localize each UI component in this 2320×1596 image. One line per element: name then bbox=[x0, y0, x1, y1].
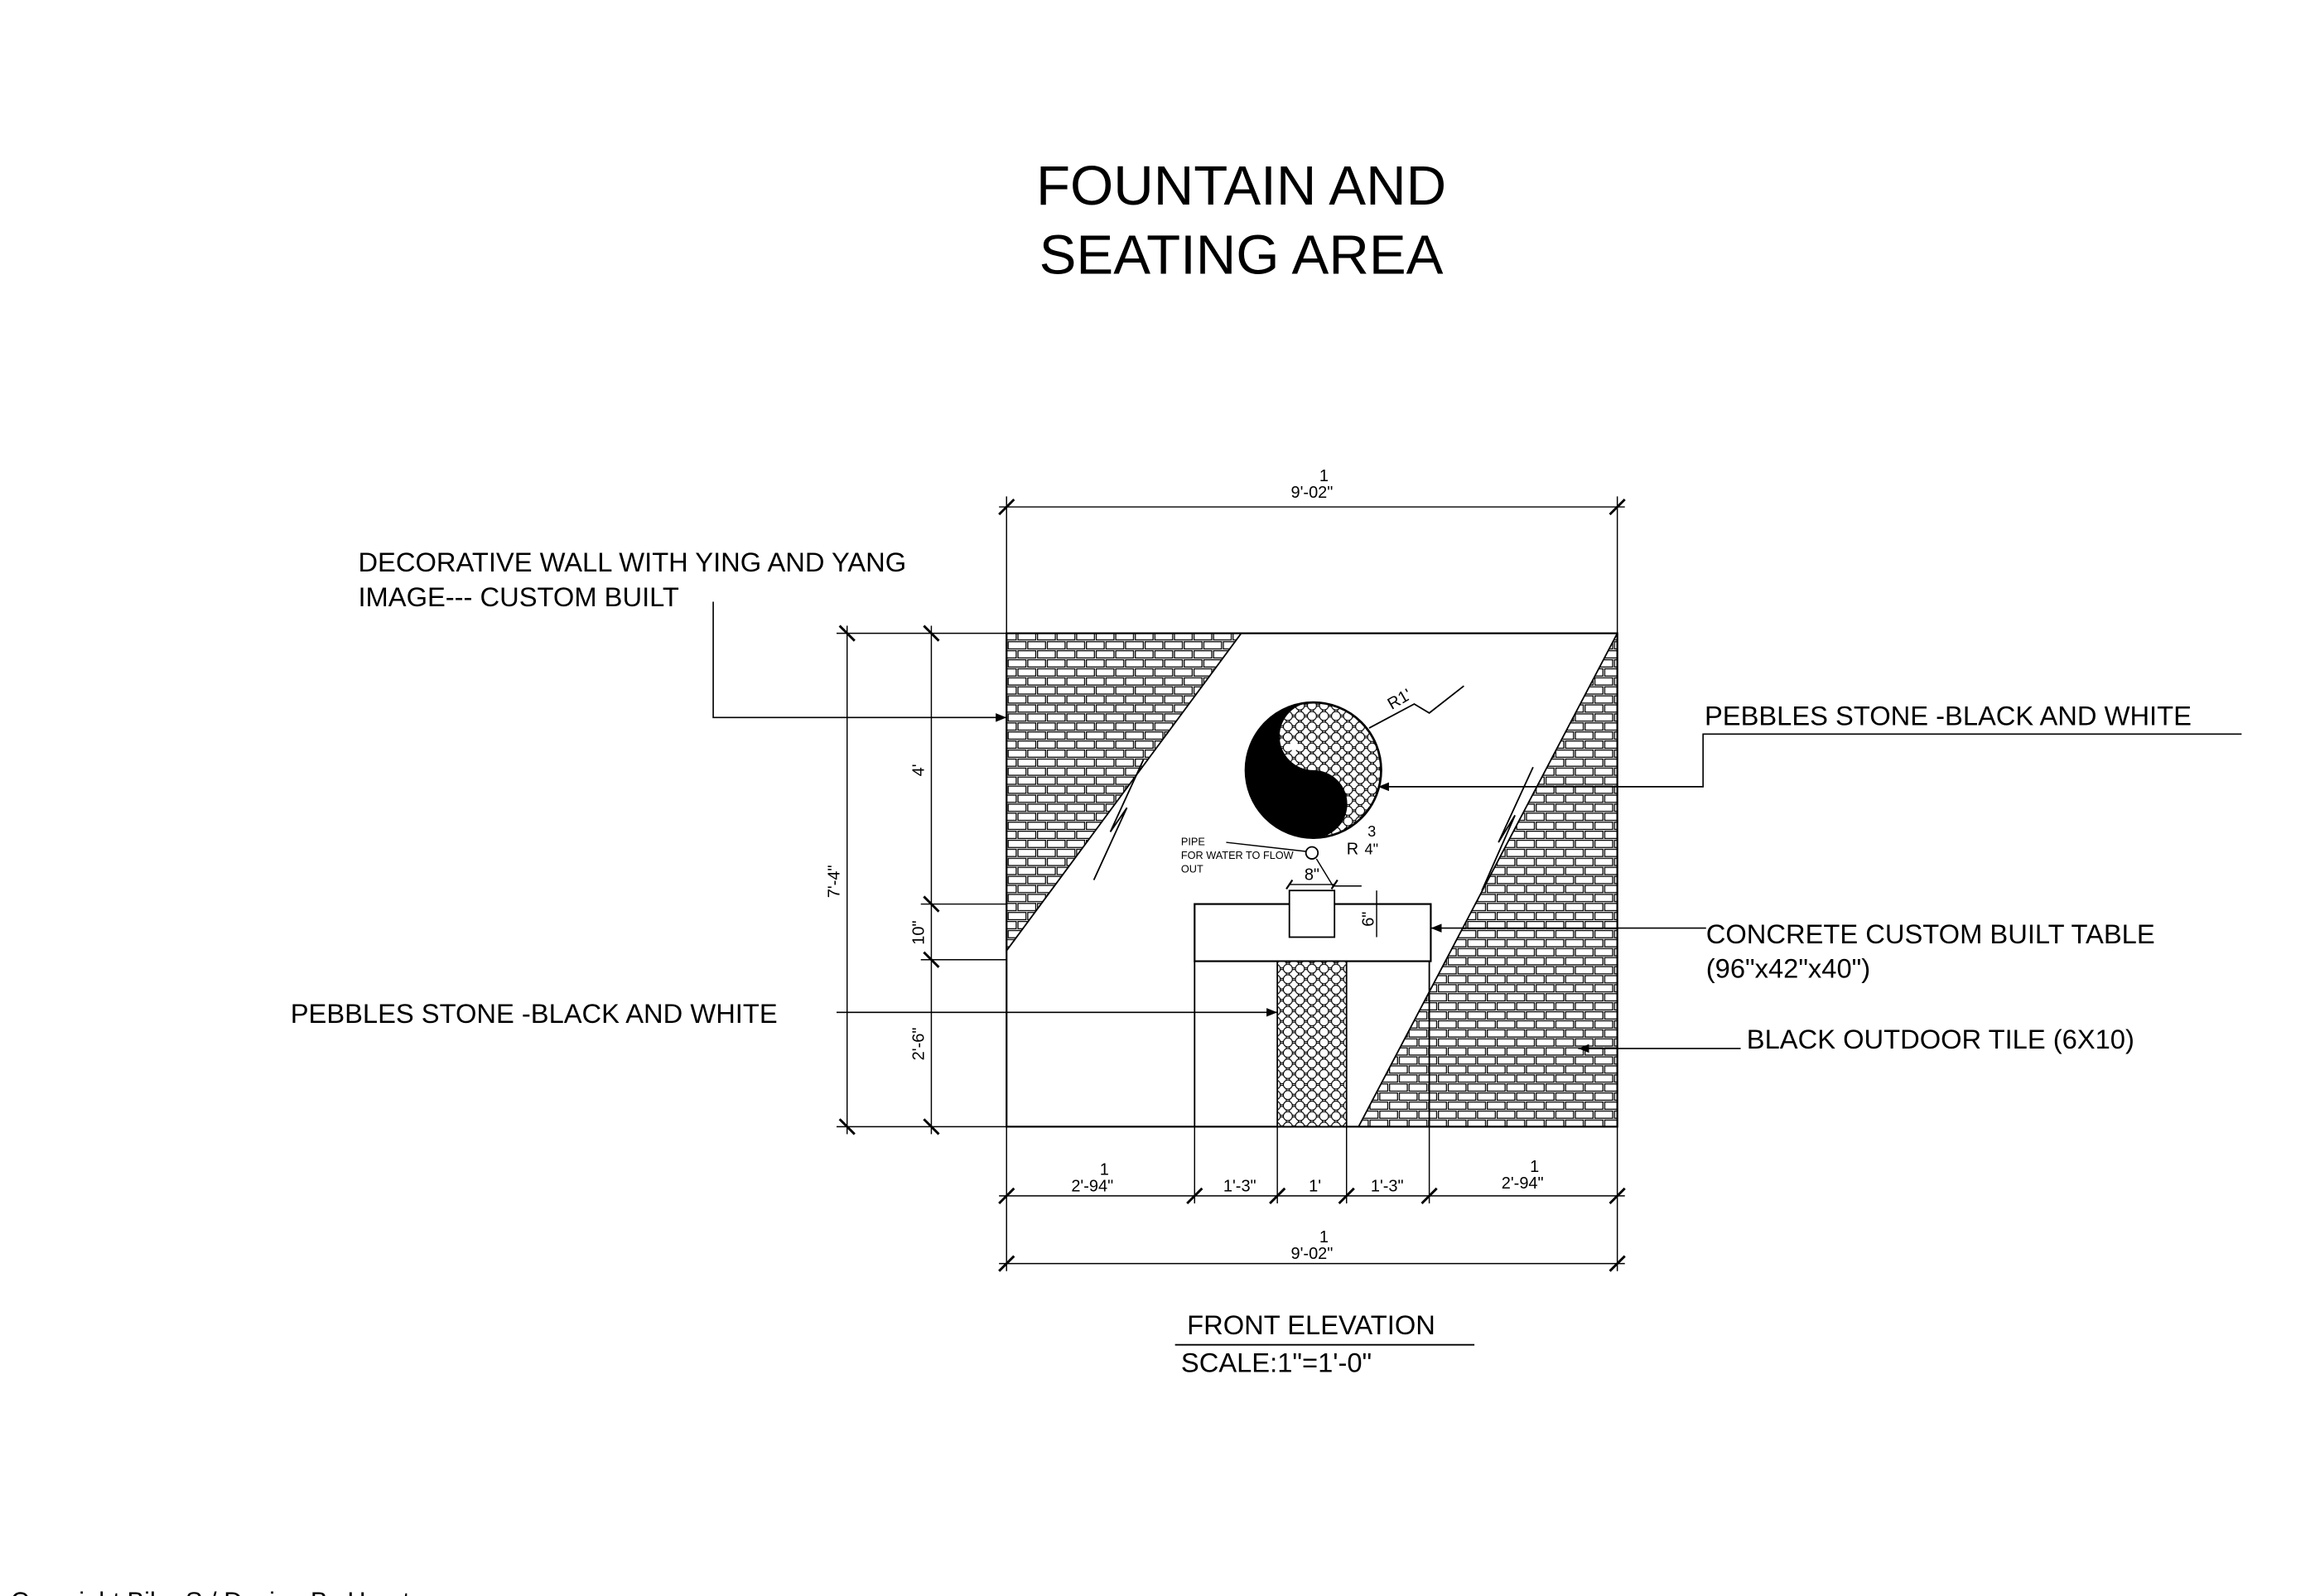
pipe-radius-r: R bbox=[1347, 841, 1358, 859]
bottom-width-label: 9'-02" bbox=[1290, 1245, 1333, 1263]
tick bbox=[1285, 879, 1294, 890]
concrete-table-label-2: (96"x42"x40") bbox=[1706, 953, 1870, 984]
tick bbox=[1420, 1187, 1438, 1204]
view-title: FRONT ELEVATION bbox=[1187, 1309, 1435, 1340]
pipe-leader bbox=[1226, 841, 1306, 852]
pebbles-left-label: PEBBLES STONE -BLACK AND WHITE bbox=[291, 998, 778, 1029]
pipe-radius-den: 4" bbox=[1365, 841, 1379, 858]
overall-height-label: 7'-4" bbox=[826, 865, 844, 898]
left-tile-panel bbox=[1006, 632, 1243, 953]
pipe-radius-num: 3 bbox=[1367, 823, 1376, 840]
pipe-label-3: OUT bbox=[1181, 862, 1203, 875]
title-line-2: SEATING AREA bbox=[1039, 224, 1444, 287]
fountain-basin bbox=[1288, 890, 1336, 938]
copyright: Copyright Biba S / Design By Heart bbox=[11, 1586, 410, 1596]
callout-pebbles-right: PEBBLES STONE -BLACK AND WHITE bbox=[1377, 700, 2242, 792]
pipe-label-2: FOR WATER TO FLOW bbox=[1181, 849, 1294, 861]
tick bbox=[923, 624, 940, 642]
pipe-label-1: PIPE bbox=[1181, 836, 1205, 848]
seg1-fraction: 1 bbox=[1100, 1160, 1109, 1179]
right-break-line bbox=[1481, 766, 1534, 891]
seg3-label: 1' bbox=[1309, 1177, 1321, 1195]
radius-leader bbox=[1368, 685, 1464, 729]
tick bbox=[923, 951, 940, 968]
concrete-table bbox=[1194, 890, 1432, 1128]
concrete-table-label-1: CONCRETE CUSTOM BUILT TABLE bbox=[1706, 919, 2155, 949]
title-line-1: FOUNTAIN AND bbox=[1036, 155, 1446, 217]
black-tile-label: BLACK OUTDOOR TILE (6X10) bbox=[1747, 1024, 2134, 1054]
decorative-wall-label-1: DECORATIVE WALL WITH YING AND YANG bbox=[358, 547, 906, 577]
seg1-label: 2'-94" bbox=[1071, 1177, 1113, 1195]
height-lower-label: 2'-6" bbox=[909, 1028, 928, 1061]
bottom-width-fraction: 1 bbox=[1319, 1228, 1329, 1246]
top-width-label: 9'-02" bbox=[1290, 484, 1333, 502]
tick bbox=[1609, 1187, 1626, 1204]
tick bbox=[998, 498, 1015, 516]
seg5-fraction: 1 bbox=[1530, 1158, 1539, 1176]
tick bbox=[923, 895, 940, 913]
pipe-outlet bbox=[1305, 846, 1319, 860]
callout-decorative-wall: DECORATIVE WALL WITH YING AND YANG IMAGE… bbox=[358, 547, 1007, 722]
tick bbox=[998, 1255, 1015, 1272]
basin-depth-label: 6" bbox=[1359, 912, 1377, 927]
left-break-line bbox=[1092, 759, 1145, 880]
tick bbox=[1609, 498, 1626, 516]
top-width-fraction: 1 bbox=[1319, 467, 1329, 485]
pebbles-right-leader bbox=[1377, 733, 2242, 792]
height-upper-label: 4' bbox=[909, 764, 928, 776]
decorative-wall-label-2: IMAGE--- CUSTOM BUILT bbox=[358, 581, 678, 612]
radius-label: R1' bbox=[1385, 686, 1415, 714]
pebble-column bbox=[1276, 960, 1348, 1128]
yin-yang-symbol bbox=[1244, 701, 1382, 839]
tick bbox=[838, 624, 856, 642]
yin-black-half bbox=[1246, 702, 1348, 838]
pipe-radius-leader bbox=[1315, 858, 1362, 887]
seg4-label: 1'-3" bbox=[1371, 1177, 1404, 1195]
drawing-title: FOUNTAIN AND SEATING AREA bbox=[1036, 155, 1446, 287]
callout-pebbles-left: PEBBLES STONE -BLACK AND WHITE bbox=[291, 998, 1278, 1029]
height-dimensions: 7'-4" 4' 10" 2'-6" bbox=[826, 624, 1007, 1136]
height-mid-label: 10" bbox=[909, 920, 928, 944]
top-width-dimension: 1 9'-02" bbox=[998, 467, 1626, 634]
tick bbox=[998, 1187, 1015, 1204]
tick bbox=[1609, 1255, 1626, 1272]
right-tile-panel bbox=[1357, 633, 1618, 1128]
tick bbox=[1269, 1187, 1286, 1204]
seg5-label: 2'-94" bbox=[1502, 1174, 1544, 1193]
tick bbox=[1186, 1187, 1203, 1204]
view-scale: SCALE:1"=1'-0" bbox=[1181, 1347, 1372, 1377]
bottom-segment-dimensions: 1 2'-94" 1'-3" 1' 1'-3" 1 2'-94" bbox=[998, 1126, 1626, 1271]
seg2-label: 1'-3" bbox=[1223, 1177, 1256, 1195]
tick bbox=[923, 1118, 940, 1136]
view-caption: FRONT ELEVATION SCALE:1"=1'-0" bbox=[1174, 1309, 1475, 1377]
tick bbox=[1338, 1187, 1355, 1204]
callout-black-tile: BLACK OUTDOOR TILE (6X10) bbox=[1578, 1024, 2134, 1054]
decorative-wall-leader bbox=[712, 601, 1007, 722]
callout-concrete-table: CONCRETE CUSTOM BUILT TABLE (96"x42"x40"… bbox=[1430, 919, 2155, 984]
tick bbox=[1330, 879, 1338, 890]
tick bbox=[838, 1118, 856, 1136]
bottom-width-dimension: 1 9'-02" bbox=[998, 1228, 1626, 1272]
yang-dot bbox=[1319, 781, 1329, 793]
pebbles-right-label: PEBBLES STONE -BLACK AND WHITE bbox=[1705, 700, 2192, 730]
basin-width-label: 8" bbox=[1305, 866, 1319, 884]
yin-dot bbox=[1289, 741, 1299, 751]
